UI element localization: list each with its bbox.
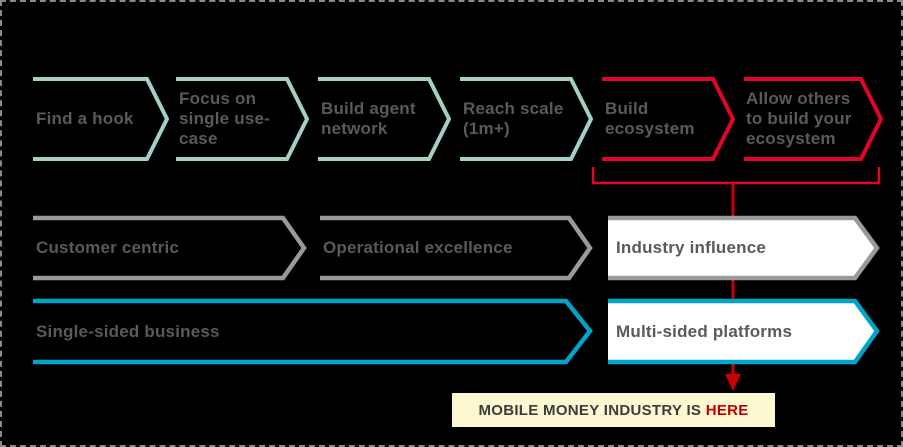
chevron-build-ecosystem (602, 77, 736, 161)
callout-text: MOBILE MONEY INDUSTRY IS (478, 401, 706, 419)
capability-label-text: Industry influence (616, 238, 767, 257)
stage-label-text: Allow others to build your ecosystem (746, 89, 852, 148)
down-arrowhead-icon (725, 374, 741, 391)
capability-label-customer-centric: Customer centric (36, 218, 281, 278)
red-bracket (591, 167, 881, 185)
business-label-single-sided: Single-sided business (36, 301, 536, 362)
capability-label-text: Operational excellence (323, 238, 513, 257)
business-label-text: Multi-sided platforms (616, 321, 793, 341)
stage-label-build-agent-network: Build agent network (321, 79, 431, 159)
stage-label-allow-others: Allow others to build your ecosystem (746, 79, 860, 159)
business-label-multi-sided: Multi-sided platforms (616, 301, 851, 362)
callout-highlight-text: HERE (705, 401, 749, 419)
chevron-industry-influence-fill (608, 216, 878, 280)
stage-label-find-a-hook: Find a hook (36, 79, 144, 159)
stage-label-text: Reach scale (1m+) (463, 99, 564, 138)
stage-label-reach-scale: Reach scale (1m+) (463, 79, 573, 159)
stage-label-text: Find a hook (36, 109, 134, 128)
chevron-find-a-hook (33, 77, 170, 161)
chevron-single-sided-business (33, 298, 593, 365)
capability-label-operational-excellence: Operational excellence (323, 218, 568, 278)
chevron-build-agent-network (318, 77, 452, 161)
chevron-reach-scale (460, 77, 594, 161)
mobile-money-callout: MOBILE MONEY INDUSTRY IS HERE (452, 393, 775, 427)
business-label-text: Single-sided business (36, 321, 220, 341)
stage-label-text: Focus on single use-case (179, 89, 271, 148)
chevron-multi-sided-platforms (608, 298, 880, 365)
chevron-customer-centric (33, 215, 307, 281)
stage-label-text: Build ecosystem (605, 99, 695, 138)
chevron-multi-sided-platforms-fill (608, 299, 878, 364)
chevron-industry-influence (608, 215, 880, 281)
stage-label-text: Build agent network (321, 99, 416, 138)
capability-label-text: Customer centric (36, 238, 180, 257)
capability-label-industry-influence: Industry influence (616, 218, 851, 278)
chevron-focus-single-use-case (176, 77, 310, 161)
stage-label-focus-single-use-case: Focus on single use-case (179, 79, 285, 159)
stage-label-build-ecosystem: Build ecosystem (605, 79, 711, 159)
chevron-allow-others (744, 77, 884, 161)
chevron-operational-excellence (320, 215, 593, 281)
